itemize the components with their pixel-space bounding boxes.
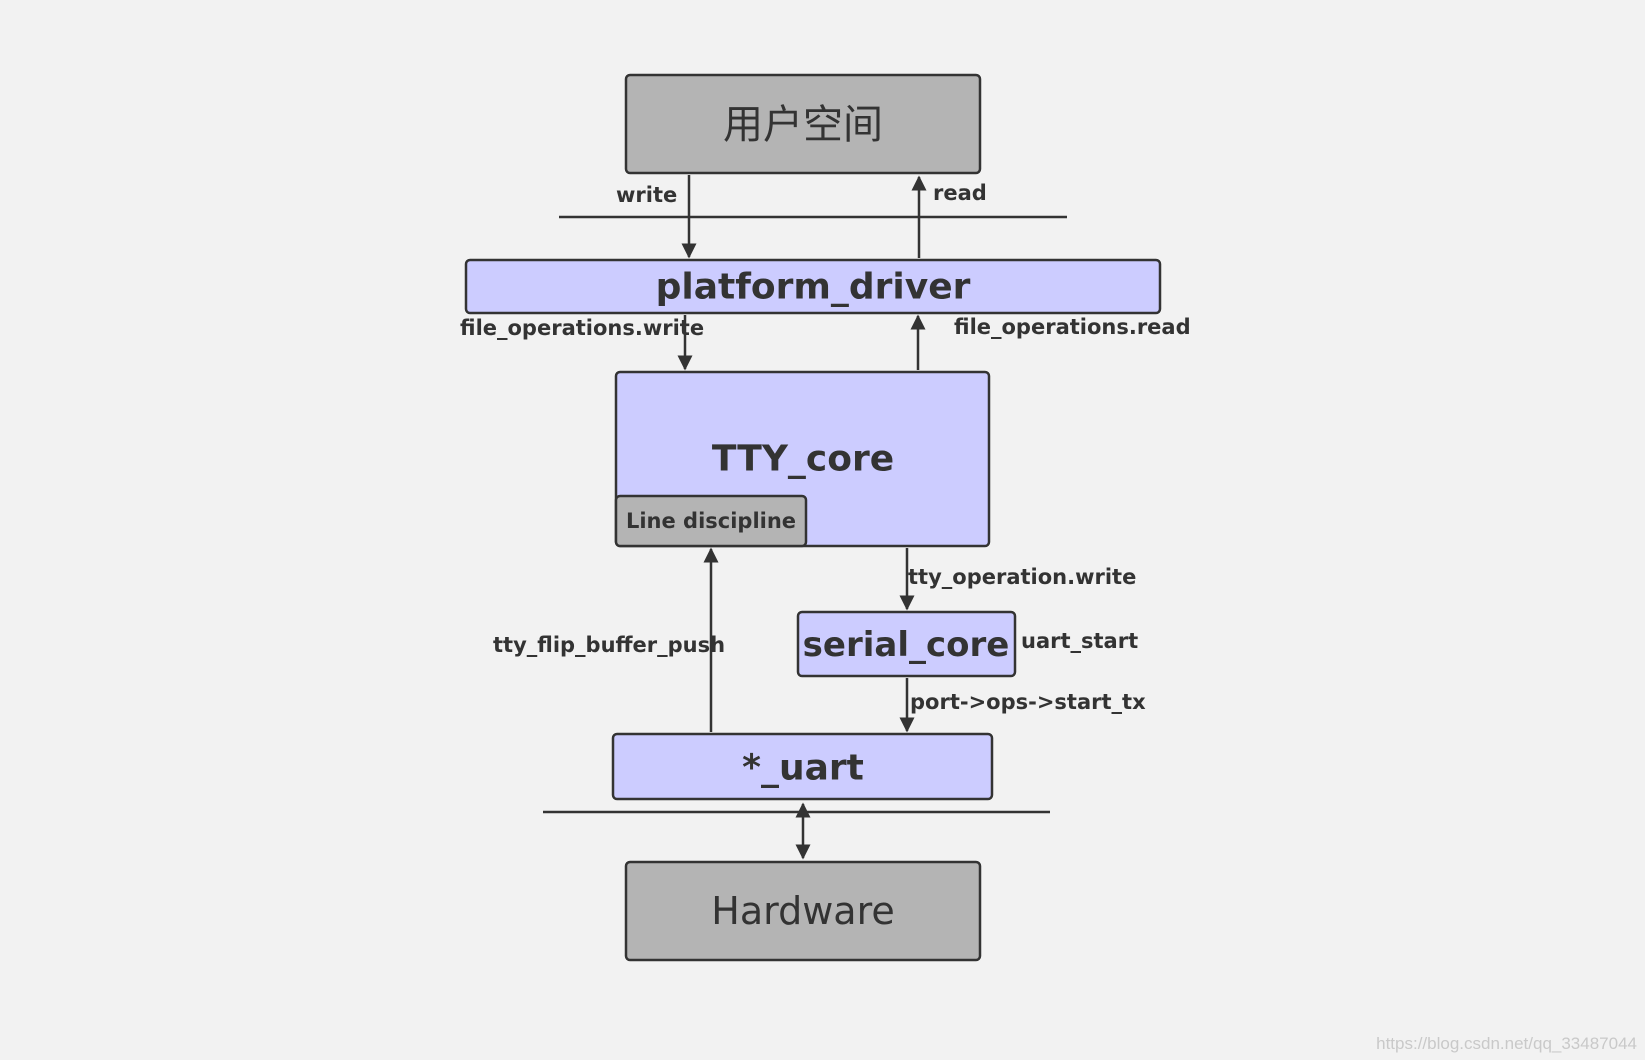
serial-core-label: serial_core <box>803 625 1010 665</box>
line-discipline-box: Line discipline <box>614 494 808 548</box>
platform-driver-label: platform_driver <box>656 267 971 308</box>
uart-start-label: uart_start <box>1021 629 1138 653</box>
fops-read-label: file_operations.read <box>954 315 1191 339</box>
user-space-label: 用户空间 <box>723 102 883 148</box>
platform-driver-box: platform_driver <box>464 258 1162 315</box>
flip-push-label: tty_flip_buffer_push <box>493 633 725 657</box>
uart-box: *_uart <box>611 732 994 801</box>
tty-op-write-label: tty_operation.write <box>908 565 1136 589</box>
serial-core-box: serial_core <box>796 610 1017 678</box>
hardware-box: Hardware <box>624 860 982 962</box>
read-label: read <box>933 181 987 205</box>
line-discipline-label: Line discipline <box>626 509 796 533</box>
write-label: write <box>616 183 677 207</box>
user-space-box: 用户空间 <box>624 73 982 175</box>
start-tx-label: port->ops->start_tx <box>910 690 1146 714</box>
hardware-label: Hardware <box>711 889 894 933</box>
uart-label: *_uart <box>742 748 864 789</box>
watermark: https://blog.csdn.net/qq_33487044 <box>1376 1034 1637 1053</box>
fops-write-label: file_operations.write <box>460 316 704 340</box>
tty-core-label: TTY_core <box>712 439 894 480</box>
